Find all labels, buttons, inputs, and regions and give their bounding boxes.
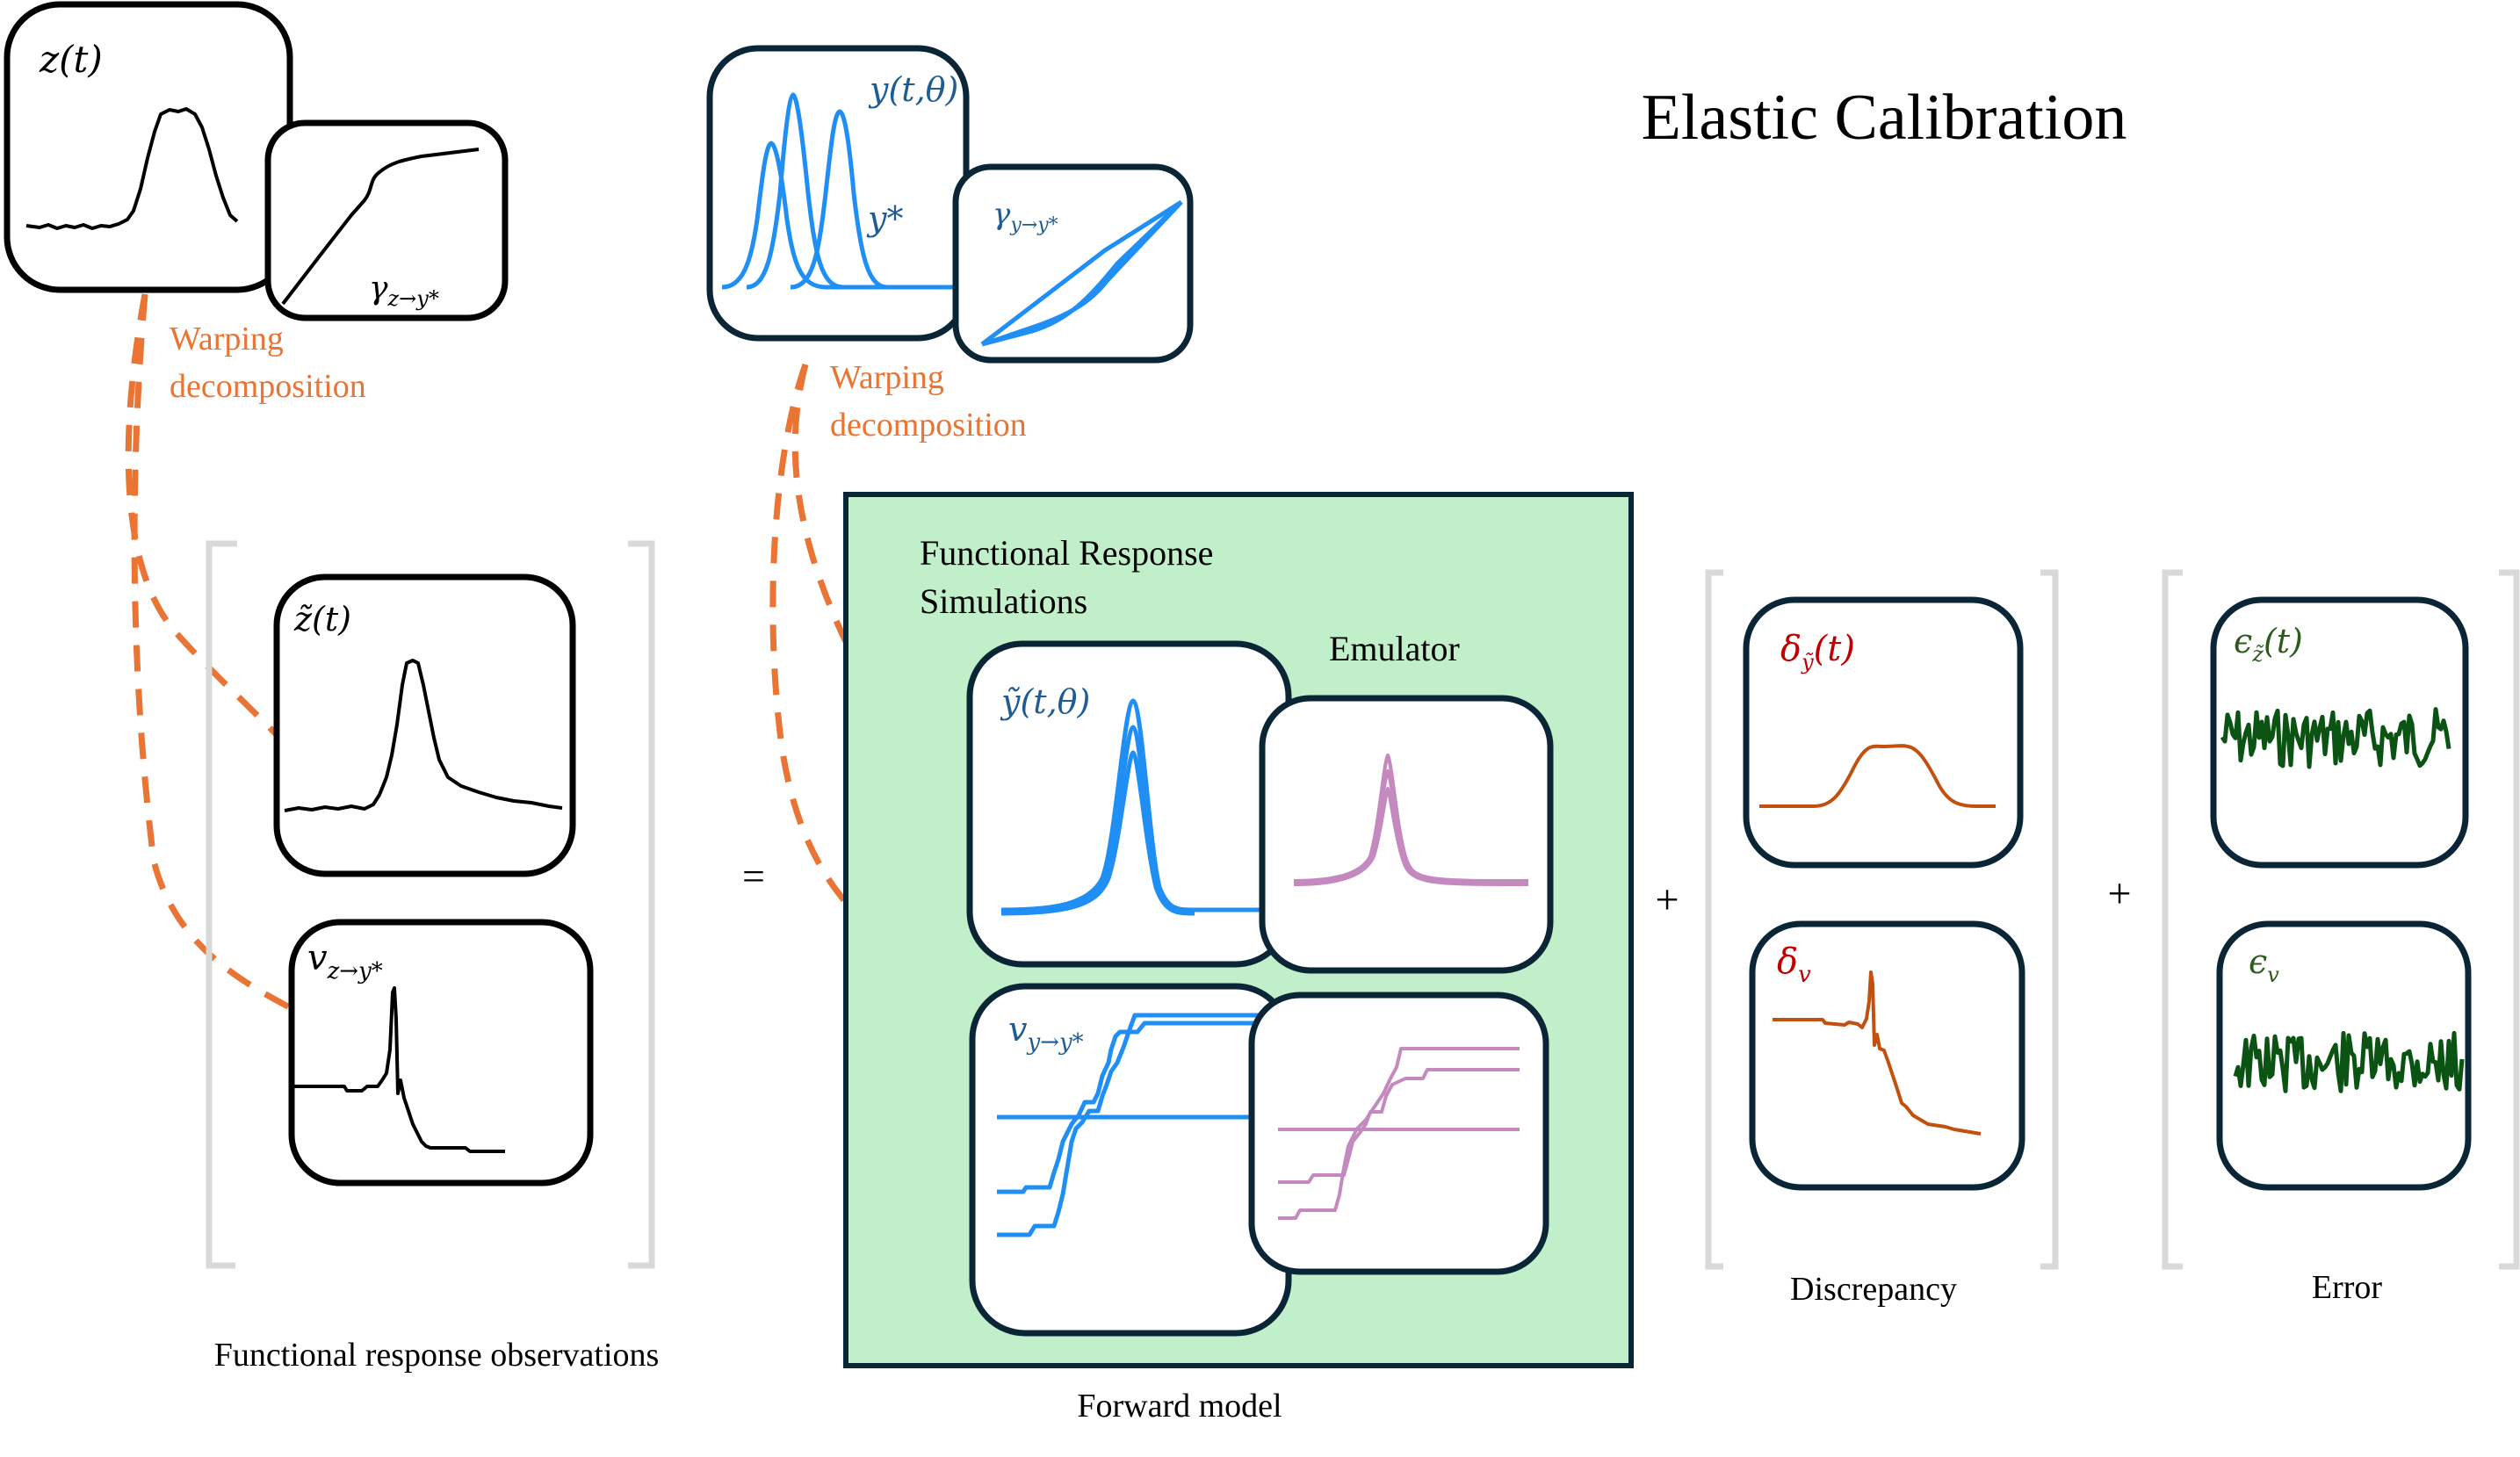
simulated-amplitude-label: ỹ(t,θ): [1000, 682, 1090, 721]
emulator-amplitude-curve-3: [1293, 787, 1529, 886]
error-amplitude-label: ϵz̃(t): [2234, 622, 2303, 667]
warping-connector-phase-left: [131, 293, 296, 1013]
forward-model-heading-line1: Functional Response: [920, 533, 1213, 573]
simulation-warping-group: y(t,θ) y* γy→y* Warping decomposition: [706, 45, 1194, 444]
emulator-phase-panel: [1248, 992, 1549, 1275]
simulated-amplitude-curve-3: [1000, 750, 1195, 916]
observations-group: z̃(t) vz→y* Functional response observat…: [206, 540, 660, 1374]
simulation-warp-panel: [952, 163, 1194, 364]
discrepancy-group: δỹ(t) δv Discrepancy: [1705, 569, 2059, 1308]
observation-warp-curve: [281, 148, 480, 306]
discrepancy-amplitude-curve: [1759, 744, 1996, 808]
emulator-amplitude-curve-2: [1293, 769, 1529, 884]
page-title: Elastic Calibration: [1642, 82, 2127, 154]
discrepancy-phase-curve: [1773, 970, 1982, 1136]
observation-warp-panel: [264, 119, 509, 321]
warping-connector-phase-mid: [769, 363, 850, 907]
discrepancy-caption: Discrepancy: [1790, 1271, 1957, 1308]
warping-label-left-line1: Warping: [170, 321, 284, 357]
observed-phase-curve: [294, 986, 505, 1153]
error-group: ϵz̃(t) ϵv Error: [2162, 569, 2520, 1306]
observed-phase-panel: [288, 919, 594, 1187]
warping-connectors: [125, 293, 851, 1013]
forward-model-caption: Forward model: [1077, 1388, 1282, 1425]
emulator-phase-curve-lower: [1278, 1047, 1520, 1220]
discrepancy-bracket-right: [2040, 569, 2059, 1270]
error-amplitude-curve: [2220, 707, 2451, 769]
discrepancy-phase-label: δv: [1777, 941, 1811, 988]
warping-connector-amplitude-left: [125, 293, 282, 740]
plus-sign-discrepancy: +: [1655, 876, 1679, 923]
simulation-warp-label: γy→y*: [993, 197, 1058, 236]
equals-sign: =: [742, 854, 765, 898]
forward-model-heading-line2: Simulations: [920, 581, 1087, 621]
observation-label: z(t): [39, 38, 103, 81]
discrepancy-bracket-left: [1705, 569, 1723, 1270]
simulation-warp-curves: [980, 199, 1183, 347]
plus-sign-error: +: [2107, 870, 2131, 917]
simulation-curve-2: [746, 92, 844, 290]
observations-bracket-left: [206, 540, 237, 1269]
error-phase-curve: [2233, 1030, 2465, 1093]
observations-caption: Functional response observations: [214, 1337, 660, 1374]
simulation-curve-3: [790, 109, 888, 290]
simulation-curve-1: [721, 141, 966, 290]
observed-phase-label: vz→y*: [307, 938, 383, 985]
discrepancy-amplitude-label: δỹ(t): [1780, 629, 1855, 674]
warping-label-left-line2: decomposition: [170, 368, 366, 405]
warping-connector-amplitude-mid: [791, 364, 851, 647]
error-bracket-right: [2499, 569, 2520, 1270]
observation-warp-label: γz→y*: [369, 270, 439, 311]
forward-model-group: Functional Response Simulations Emulator…: [843, 492, 1634, 1425]
simulated-phase-curve-lower: [997, 1013, 1296, 1237]
simulated-phase-curve-upper: [997, 1021, 1296, 1194]
simulated-phase-label: vy→y*: [1008, 1010, 1084, 1056]
observations-bracket-right: [628, 540, 655, 1269]
observation-warping-group: z(t) γz→y* Warping decomposition: [4, 1, 509, 405]
template-label: y*: [866, 199, 903, 238]
warping-label-mid-line2: decomposition: [830, 407, 1027, 444]
emulator-amplitude-panel: [1259, 695, 1554, 974]
error-phase-label: ϵv: [2249, 942, 2279, 987]
error-caption: Error: [2312, 1269, 2383, 1306]
observed-amplitude-curve: [284, 659, 563, 812]
warping-label-mid-line1: Warping: [830, 359, 944, 396]
observation-curve: [25, 107, 239, 230]
emulator-label: Emulator: [1329, 629, 1460, 668]
simulation-label: y(t,θ): [868, 70, 958, 109]
observed-amplitude-label: z̃(t): [293, 600, 351, 638]
error-bracket-left: [2162, 569, 2183, 1270]
